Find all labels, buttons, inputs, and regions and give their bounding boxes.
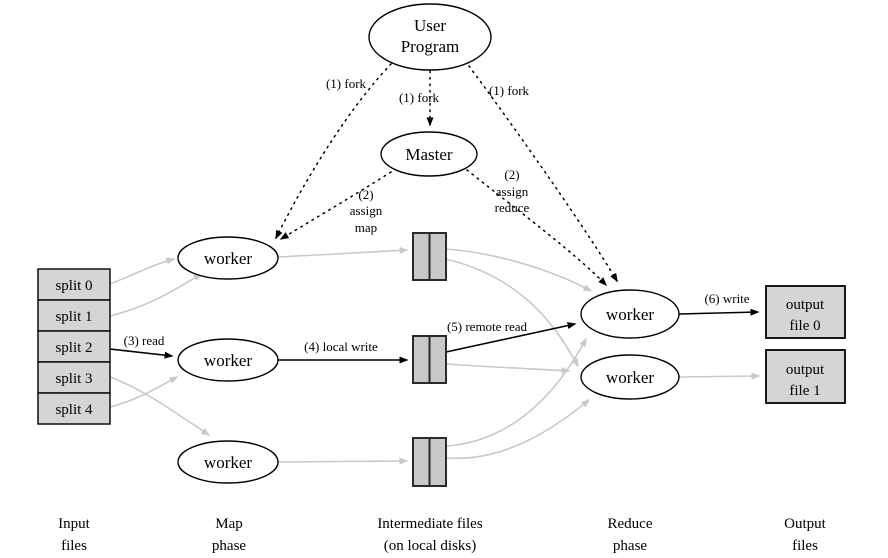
- output-file-1: output file 1: [765, 349, 846, 404]
- phase-caption-output: Output files: [784, 516, 827, 554]
- edge-write: [678, 308, 760, 316]
- output-file-1-box: [765, 349, 846, 404]
- output-file-0-box: [765, 285, 846, 339]
- reduce-caption-line1: Reduce: [608, 516, 653, 532]
- master-label: Master: [405, 145, 453, 164]
- output-file-0-label-line2: file 0: [789, 318, 820, 334]
- edge-fork-left: [275, 63, 392, 240]
- edge-split1-to-map-worker1: [109, 273, 203, 317]
- output-caption-line1: Output: [784, 516, 827, 532]
- map-worker-1-label: worker: [204, 249, 252, 268]
- user-program-node: User Program: [368, 3, 492, 71]
- split-4-label: split 4: [55, 402, 93, 418]
- input-caption-line2: files: [61, 538, 87, 554]
- intermediate-buffer-1: [412, 232, 447, 281]
- map-worker-3-node: worker: [177, 440, 279, 484]
- split-1-label: split 1: [55, 309, 92, 325]
- assign-reduce-label-line3: reduce: [495, 200, 530, 215]
- edge-split3-to-map-worker3: [109, 376, 211, 436]
- assign-map-label-line3: map: [355, 220, 377, 235]
- output-caption-line2: files: [792, 538, 818, 554]
- reduce-worker-2-label: worker: [606, 368, 654, 387]
- map-worker-2-label: worker: [204, 351, 252, 370]
- edge-split0-to-map-worker1: [109, 257, 176, 285]
- phase-caption-reduce: Reduce phase: [608, 516, 653, 554]
- intermediate-caption-line1: Intermediate files: [377, 516, 483, 532]
- reduce-worker-1-node: worker: [580, 289, 680, 339]
- user-program-label-line1: User: [414, 16, 446, 35]
- user-program-label-line2: Program: [401, 37, 460, 56]
- split-0-box: [37, 268, 111, 301]
- assign-map-label-line2: assign: [350, 203, 383, 218]
- edge-read: [109, 348, 174, 359]
- phase-caption-intermediate: Intermediate files (on local disks): [377, 516, 483, 554]
- reduce-worker-2-ellipse: [580, 354, 680, 400]
- split-3-label: split 3: [55, 371, 92, 387]
- edge-buffer2-to-reduce-worker2: [445, 363, 571, 375]
- fork-center-label: (1) fork: [399, 90, 440, 105]
- reduce-worker-1-label: worker: [606, 305, 654, 324]
- split-1-box: [37, 299, 111, 332]
- edge-map-worker3-to-buffer3: [277, 457, 409, 465]
- master-node: Master: [380, 131, 478, 177]
- reduce-caption-line2: phase: [613, 538, 647, 554]
- assign-map-label-line1: (2): [358, 187, 373, 202]
- phase-caption-input: Input files: [58, 516, 90, 554]
- edge-buffer1-to-reduce-worker2: [445, 258, 579, 368]
- fork-left-label: (1) fork: [326, 76, 367, 91]
- fork-right-label: (1) fork: [489, 83, 530, 98]
- edge-fork-right: [468, 65, 618, 283]
- edge-map-worker1-to-buffer1: [277, 246, 409, 258]
- map-worker-1-node: worker: [177, 236, 279, 280]
- edge-assign-reduce: [466, 169, 608, 287]
- local-write-label: (4) local write: [304, 339, 378, 354]
- edge-buffer3-to-reduce-worker2: [446, 399, 591, 460]
- output-file-1-label-line2: file 1: [789, 383, 820, 399]
- edge-split4-to-map-worker2: [109, 376, 179, 408]
- map-worker-3-ellipse: [177, 440, 279, 484]
- user-program-ellipse: [368, 3, 492, 71]
- map-worker-3-label: worker: [204, 453, 252, 472]
- write-label: (6) write: [704, 291, 749, 306]
- remote-read-label: (5) remote read: [447, 319, 528, 334]
- split-4-box: [37, 392, 111, 425]
- output-file-0: output file 0: [765, 285, 846, 339]
- output-file-0-label-line1: output: [786, 297, 825, 313]
- edge-remote-read: [445, 322, 577, 353]
- intermediate-buffer-2: [412, 335, 447, 384]
- map-caption-line2: phase: [212, 538, 246, 554]
- assign-reduce-label-line2: assign: [496, 184, 529, 199]
- output-file-1-label-line1: output: [786, 362, 825, 378]
- master-ellipse: [380, 131, 478, 177]
- split-0-label: split 0: [55, 278, 92, 294]
- map-worker-2-node: worker: [177, 338, 279, 382]
- edge-buffer1-to-reduce-worker1: [445, 248, 593, 292]
- edge-buffer3-to-reduce-worker1: [446, 337, 587, 447]
- reduce-worker-2-node: worker: [580, 354, 680, 400]
- input-caption-line1: Input: [58, 516, 90, 532]
- intermediate-caption-line2: (on local disks): [384, 538, 476, 554]
- input-splits-stack: split 0 split 1 split 2 split 3 split 4: [37, 268, 111, 425]
- edge-reduce-worker2-to-output1: [678, 372, 761, 380]
- map-caption-line1: Map: [215, 516, 243, 532]
- read-label: (3) read: [124, 333, 165, 348]
- reduce-worker-1-ellipse: [580, 289, 680, 339]
- map-worker-2-ellipse: [177, 338, 279, 382]
- map-worker-1-ellipse: [177, 236, 279, 280]
- assign-reduce-label-line1: (2): [504, 167, 519, 182]
- phase-caption-map: Map phase: [212, 516, 246, 554]
- split-2-label: split 2: [55, 340, 92, 356]
- intermediate-buffer-3: [412, 437, 447, 487]
